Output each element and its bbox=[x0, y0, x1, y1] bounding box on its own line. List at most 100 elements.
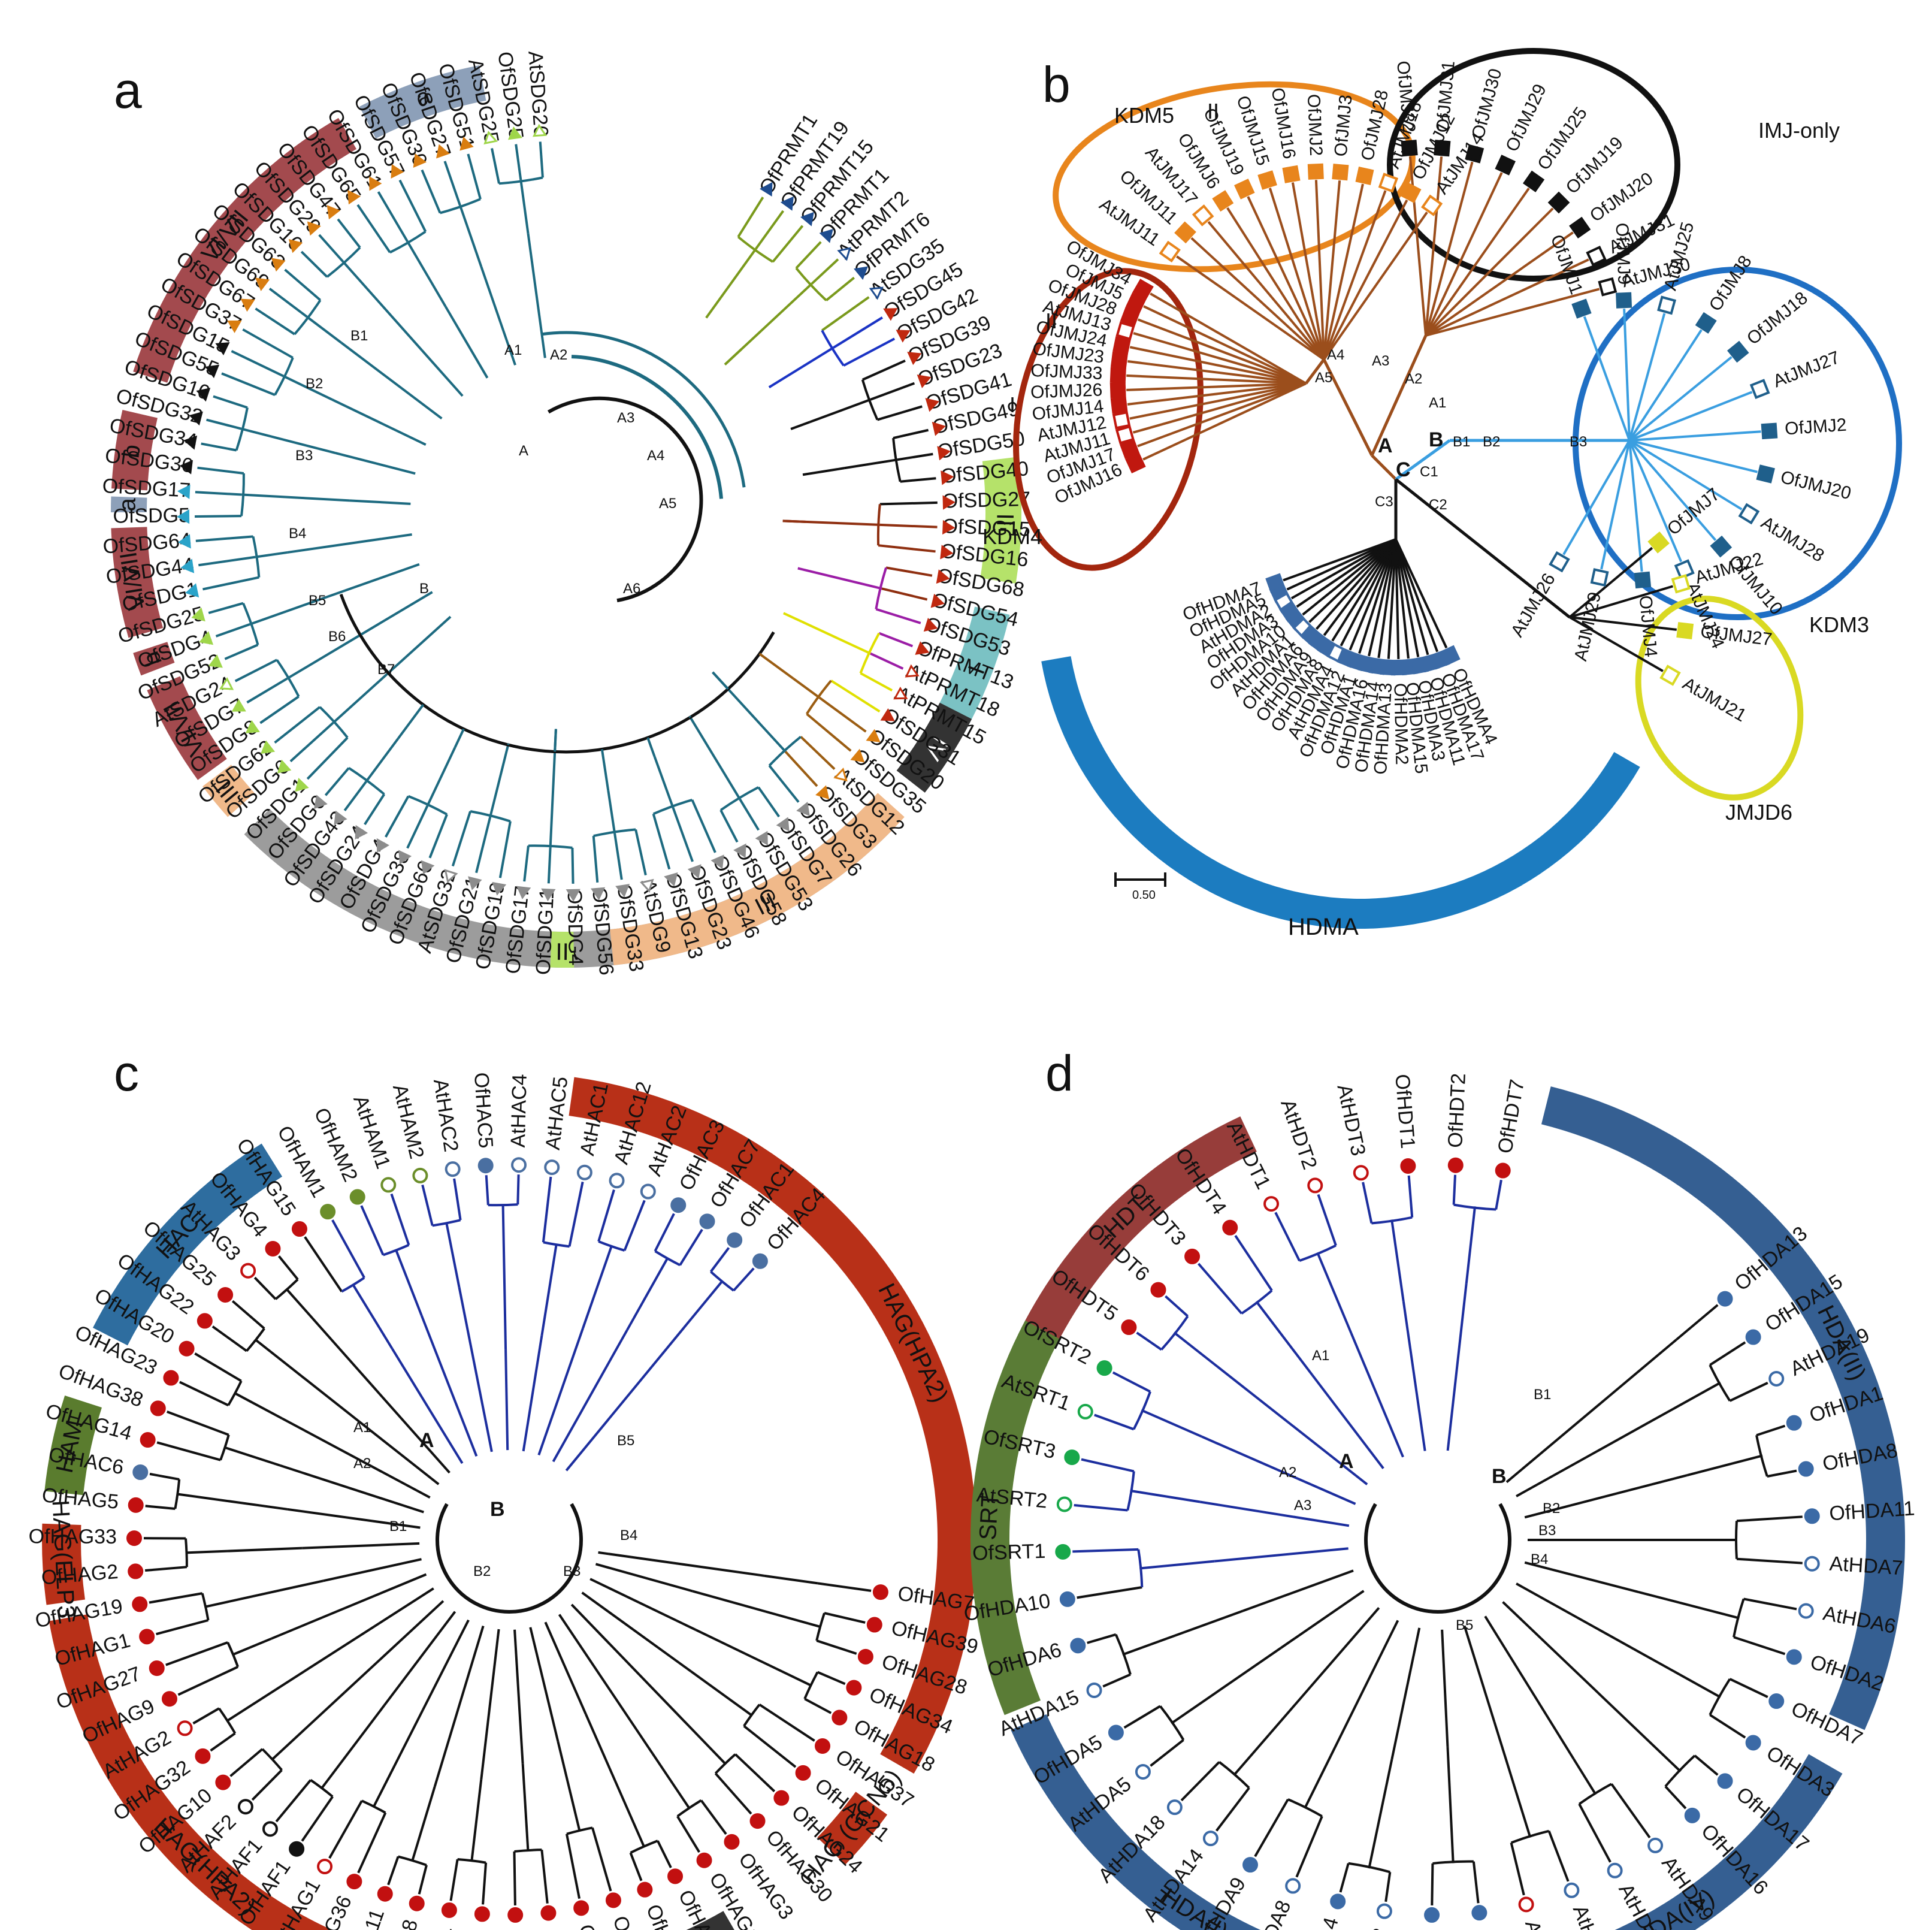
branch bbox=[1290, 538, 1396, 600]
branch bbox=[1150, 1739, 1184, 1767]
leaf-label: AtJMJ21 bbox=[1679, 673, 1750, 726]
node-label-b2: B2 bbox=[1483, 434, 1500, 450]
branch bbox=[394, 1249, 423, 1316]
panel-b-label: b bbox=[1042, 56, 1071, 113]
branch bbox=[1686, 1454, 1763, 1476]
branch bbox=[1283, 538, 1396, 582]
panel-c-branches bbox=[143, 1174, 872, 1905]
branch bbox=[519, 179, 530, 234]
branch bbox=[1322, 358, 1374, 457]
leaf-marker bbox=[880, 708, 895, 721]
leaf-marker bbox=[760, 182, 773, 197]
leaf-marker bbox=[196, 388, 211, 402]
branch bbox=[800, 736, 836, 770]
leaf-label: AtHDT3 bbox=[1332, 1082, 1369, 1158]
leaf-marker bbox=[1616, 292, 1632, 309]
branch bbox=[755, 210, 785, 250]
branch bbox=[879, 523, 938, 528]
leaf-marker bbox=[1115, 321, 1135, 341]
branch bbox=[451, 811, 472, 867]
branch bbox=[211, 1325, 247, 1352]
leaf-marker bbox=[1586, 246, 1607, 267]
branch bbox=[783, 612, 803, 623]
branch bbox=[833, 316, 883, 349]
branch bbox=[1384, 1872, 1392, 1902]
branch bbox=[1305, 358, 1325, 385]
branch bbox=[881, 587, 928, 601]
branch bbox=[554, 729, 557, 752]
leaf-marker bbox=[317, 1859, 333, 1875]
branch bbox=[1180, 1761, 1220, 1802]
branch bbox=[1102, 1673, 1131, 1688]
leaf-marker bbox=[1471, 1905, 1487, 1921]
group-label-kdm4: KDM4 bbox=[982, 524, 1042, 549]
clade-arc-hag-gcn5 bbox=[817, 1792, 888, 1865]
leaf-marker bbox=[288, 238, 303, 253]
leaf-marker bbox=[1353, 1165, 1369, 1181]
branch bbox=[1268, 188, 1325, 360]
leaf-marker bbox=[796, 801, 810, 816]
branch bbox=[234, 659, 278, 682]
branch bbox=[215, 623, 250, 638]
branch bbox=[221, 372, 276, 396]
node-label-c1: C1 bbox=[1420, 464, 1438, 480]
leaf-marker bbox=[1447, 1157, 1464, 1173]
branch bbox=[558, 1614, 654, 1755]
node-label-a3: A3 bbox=[1372, 353, 1389, 369]
clade-arc-vi-vii bbox=[147, 676, 227, 780]
branch bbox=[734, 1753, 776, 1793]
leaf-marker bbox=[1282, 165, 1301, 183]
branch bbox=[1254, 1799, 1289, 1857]
branch bbox=[691, 799, 716, 853]
leaf-marker bbox=[1634, 571, 1652, 589]
branch bbox=[177, 1666, 238, 1696]
branch bbox=[885, 566, 933, 577]
leaf-marker bbox=[1671, 574, 1691, 594]
branch bbox=[241, 427, 336, 454]
leaf-marker bbox=[196, 1313, 213, 1329]
root-arc bbox=[547, 396, 703, 603]
leaf-label: OfHAG33 bbox=[29, 1525, 117, 1548]
branch bbox=[1362, 1182, 1373, 1224]
branch bbox=[241, 493, 350, 502]
branch bbox=[1311, 1374, 1384, 1469]
leaf-marker bbox=[854, 266, 868, 280]
leaf-marker bbox=[733, 843, 746, 858]
leaf-marker bbox=[177, 1720, 193, 1736]
leaf-marker bbox=[1400, 182, 1422, 204]
leaf-marker bbox=[149, 1660, 165, 1677]
branch bbox=[360, 1205, 385, 1256]
leaf-marker bbox=[1126, 292, 1147, 313]
branch bbox=[482, 1862, 488, 1905]
branch bbox=[149, 1472, 180, 1481]
branch bbox=[1729, 1678, 1768, 1698]
branch bbox=[1628, 439, 1717, 541]
branch bbox=[356, 204, 391, 253]
branch bbox=[1425, 156, 1443, 336]
branch bbox=[1171, 1647, 1282, 1724]
branch bbox=[764, 1574, 818, 1585]
branch bbox=[449, 1859, 459, 1901]
node-label-a5: A5 bbox=[1315, 370, 1332, 386]
branch bbox=[398, 179, 427, 232]
node-label-a4: A4 bbox=[647, 448, 664, 464]
leaf-marker bbox=[1110, 351, 1128, 369]
branch bbox=[1317, 1194, 1337, 1246]
branch bbox=[801, 620, 871, 655]
branch bbox=[795, 241, 822, 269]
leaf-marker bbox=[227, 320, 242, 333]
branch bbox=[255, 307, 295, 336]
leaf-marker bbox=[444, 869, 458, 883]
branch bbox=[234, 1392, 283, 1420]
branch bbox=[287, 533, 412, 554]
leaf-marker bbox=[1420, 194, 1443, 216]
leaf-marker bbox=[128, 1563, 144, 1579]
leaf-marker bbox=[833, 767, 848, 782]
branch bbox=[719, 810, 739, 843]
branch bbox=[302, 1542, 420, 1550]
branch bbox=[1323, 212, 1428, 361]
branch bbox=[1502, 1601, 1613, 1707]
node-label-a4: A4 bbox=[1327, 347, 1344, 363]
branch bbox=[1568, 546, 1653, 618]
